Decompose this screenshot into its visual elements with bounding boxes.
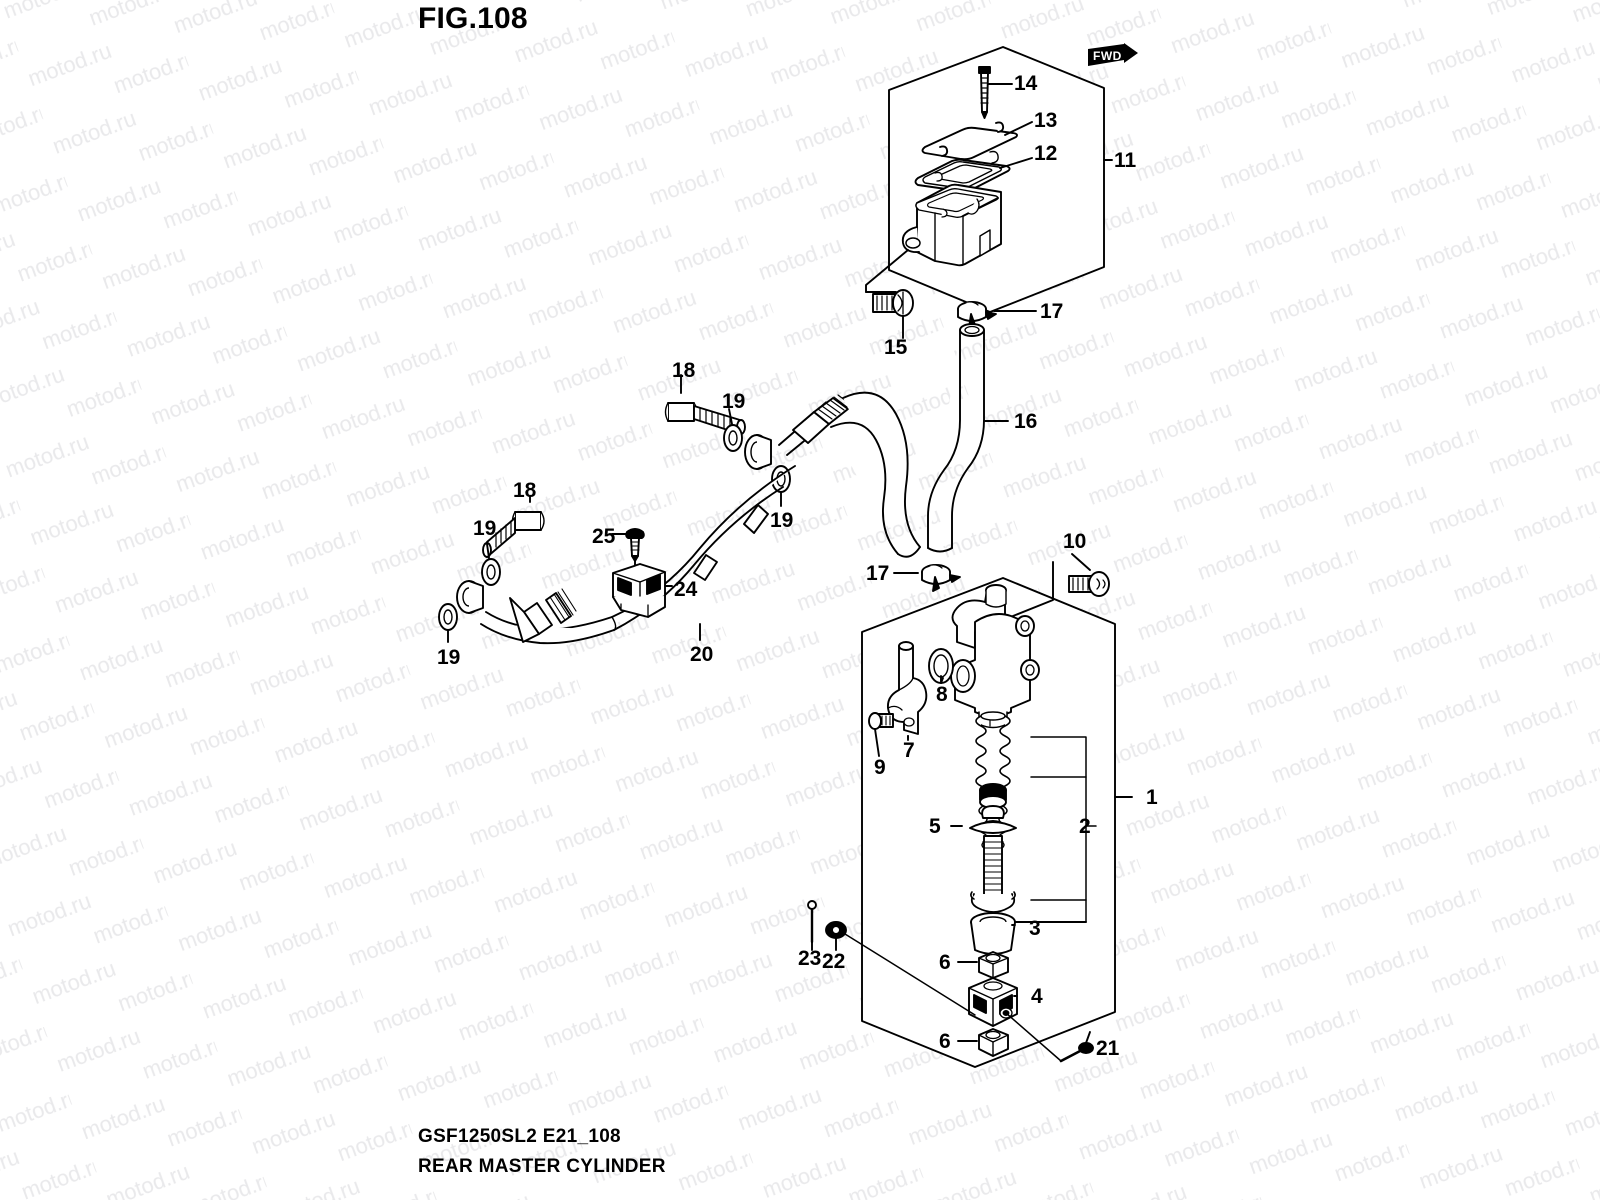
- callout-2: 2: [1079, 815, 1091, 838]
- callout-14: 14: [1014, 72, 1038, 95]
- callout-8: 8: [936, 683, 948, 706]
- callout-10: 10: [1063, 530, 1087, 553]
- callout-3: 3: [1029, 917, 1041, 940]
- callout-19-d: 19: [437, 646, 461, 669]
- callout-23: 23: [798, 947, 822, 970]
- fwd-marker: FWD: [1088, 42, 1140, 68]
- callout-19-a: 19: [722, 390, 746, 413]
- callout-18-upper: 18: [672, 359, 696, 382]
- fwd-label: FWD: [1093, 49, 1122, 63]
- callout-20: 20: [690, 643, 714, 666]
- callout-9: 9: [874, 756, 886, 779]
- callout-11: 11: [1114, 149, 1137, 172]
- callout-6-lower: 6: [939, 1030, 951, 1053]
- callout-18-lower: 18: [513, 479, 537, 502]
- caption-name: REAR MASTER CYLINDER: [418, 1156, 666, 1177]
- callout-19-c: 19: [473, 517, 497, 540]
- callout-15: 15: [884, 336, 908, 359]
- callout-4: 4: [1031, 985, 1043, 1008]
- callout-19-b: 19: [770, 509, 794, 532]
- callout-7: 7: [903, 739, 915, 762]
- callout-13: 13: [1034, 109, 1058, 132]
- callout-6-upper: 6: [939, 951, 951, 974]
- callout-5: 5: [929, 815, 941, 838]
- callout-22: 22: [822, 950, 846, 973]
- callout-17-upper: 17: [1040, 300, 1064, 323]
- callout-24: 24: [674, 578, 698, 601]
- callout-1: 1: [1146, 786, 1158, 809]
- callout-21: 21: [1096, 1037, 1120, 1060]
- callout-17-lower: 17: [866, 562, 890, 585]
- callout-12: 12: [1034, 142, 1058, 165]
- figure-title: FIG.108: [418, 2, 528, 35]
- callout-16: 16: [1014, 410, 1038, 433]
- callout-25: 25: [592, 525, 616, 548]
- caption-model: GSF1250SL2 E21_108: [418, 1126, 621, 1147]
